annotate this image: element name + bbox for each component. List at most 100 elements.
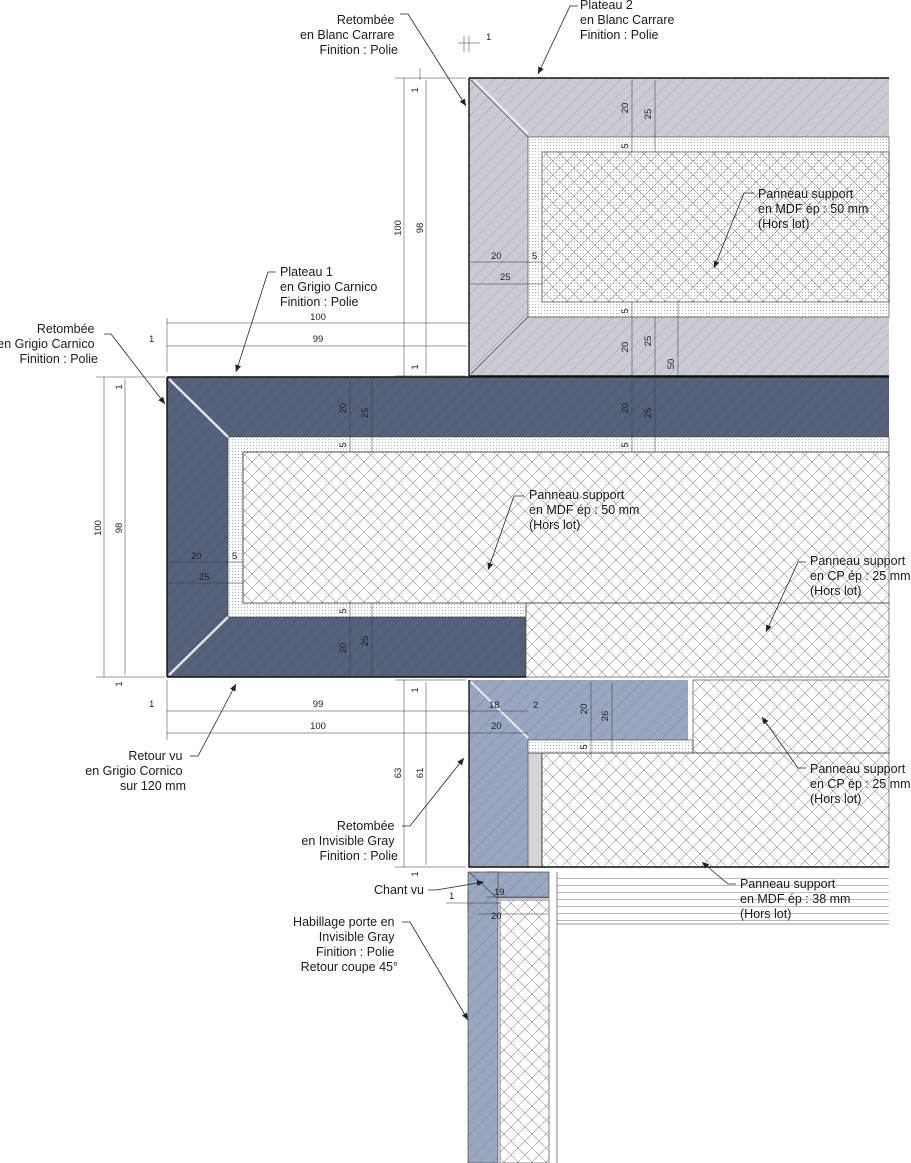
- label-retombee-blanc: Retombée en Blanc Carrare Finition : Pol…: [300, 13, 398, 57]
- dim-p2-top1: 1: [410, 87, 421, 92]
- retombee-inv-line1: Retombée: [337, 819, 395, 833]
- dim-p1-t20b: 20: [620, 403, 631, 414]
- mdf50u-line1: Panneau support: [758, 187, 854, 201]
- habillage-panel: [499, 899, 550, 1163]
- dim-r-t26: 26: [600, 711, 611, 722]
- label-chant-vu: Chant vu: [374, 883, 424, 897]
- retombee-inv-line2: en Invisible Gray: [301, 834, 395, 848]
- plateau2-line3: Finition : Polie: [580, 28, 659, 42]
- leaders: [104, 5, 806, 1021]
- dimension-lines: [96, 36, 679, 915]
- dim-p2-l20: 20: [491, 251, 502, 262]
- dim-bw99: 99: [313, 699, 324, 710]
- label-panneau-cp25-a: Panneau support en CP ép : 25 mm (Hors l…: [810, 554, 911, 598]
- dimension-text: 1 100 98 1 1 20 25 5 20 5 25 5 20 25 50 …: [93, 32, 677, 922]
- label-plateau2: Plateau 2 en Blanc Carrare Finition : Po…: [580, 0, 678, 42]
- plateau2-group: [468, 77, 890, 377]
- label-panneau-mdf50-lower: Panneau support en MDF ép : 50 mm (Hors …: [529, 488, 643, 532]
- retombee-blanc-line1: Retombée: [337, 13, 395, 27]
- dim-p1-t20: 20: [338, 403, 349, 414]
- cp25a-line2: en CP ép : 25 mm: [810, 569, 911, 583]
- label-panneau-mdf38: Panneau support en MDF ép : 38 mm (Hors …: [740, 877, 854, 921]
- retour-line1: Retour vu: [128, 749, 182, 763]
- dim-p2-i5: 5: [620, 143, 631, 148]
- dim-p1-w99: 99: [313, 334, 324, 345]
- mdf38-line3: (Hors lot): [740, 907, 791, 921]
- dim-p2-t25: 25: [643, 109, 654, 120]
- mdf50l-line3: (Hors lot): [529, 518, 580, 532]
- dim-p2-l25: 25: [500, 272, 511, 283]
- mdf50l-line1: Panneau support: [529, 488, 625, 502]
- label-panneau-mdf50-upper: Panneau support en MDF ép : 50 mm (Hors …: [758, 187, 872, 231]
- dim-r-18: 18: [489, 700, 500, 711]
- dim-bw100: 100: [310, 721, 326, 732]
- habillage-line1: Habillage porte en: [293, 915, 395, 929]
- dim-p2-h100: 100: [393, 220, 404, 236]
- retombee-invisible-group: [468, 679, 890, 868]
- dim-p2-b50: 50: [666, 359, 677, 370]
- dim-r-h61: 61: [415, 768, 426, 779]
- dim-r-2: 2: [533, 700, 538, 711]
- retombee-grigio-line3: Finition : Polie: [19, 352, 98, 366]
- dim-h-1: 1: [449, 891, 454, 902]
- dim-p1-t25: 25: [360, 408, 371, 419]
- label-panneau-cp25-b: Panneau support en CP ép : 25 mm (Hors l…: [810, 762, 911, 806]
- plateau1-group: [166, 376, 890, 678]
- dim-r-top1: 1: [410, 687, 421, 692]
- dim-p1-i5b: 5: [620, 442, 631, 447]
- plateau1-line2: en Grigio Carnico: [280, 280, 377, 294]
- mdf50u-line2: en MDF ép : 50 mm: [758, 202, 868, 216]
- label-habillage: Habillage porte en Invisible Gray Finiti…: [293, 915, 398, 974]
- dim-p1-t25b: 25: [643, 408, 654, 419]
- plateau2-line1: Plateau 2: [580, 0, 633, 12]
- habillage-line4: Retour coupe 45°: [301, 960, 398, 974]
- retombee-cp-panel: [692, 679, 890, 754]
- plateau2-mdf-panel: [541, 151, 890, 303]
- dim-h-20: 20: [491, 911, 502, 922]
- plateau2-line2: en Blanc Carrare: [580, 13, 675, 27]
- mdf50l-line2: en MDF ép : 50 mm: [529, 503, 639, 517]
- dim-p1-h100: 100: [93, 520, 104, 536]
- label-retombee-invisible: Retombée en Invisible Gray Finition : Po…: [301, 819, 398, 863]
- dim-r-t20: 20: [579, 704, 590, 715]
- dim-p1-w100: 100: [310, 312, 326, 323]
- cp25a-line3: (Hors lot): [810, 584, 861, 598]
- retombee-blanc-line3: Finition : Polie: [319, 43, 398, 57]
- dim-p1-bot1: 1: [114, 681, 125, 686]
- label-retombee-grigio: Retombée en Grigio Carnico Finition : Po…: [0, 322, 98, 366]
- dim-h-19: 19: [494, 887, 505, 898]
- plateau1-mdf-panel: [242, 451, 890, 604]
- plateau1-line3: Finition : Polie: [280, 295, 359, 309]
- dim-p1-h98: 98: [114, 523, 125, 534]
- dim-p1-l25: 25: [199, 572, 210, 583]
- retombee-grigio-line2: en Grigio Carnico: [0, 337, 95, 351]
- mdf50u-line3: (Hors lot): [758, 217, 809, 231]
- dim-p1-top1: 1: [114, 384, 125, 389]
- plateau1-line1: Plateau 1: [280, 265, 333, 279]
- dim-p1-w1: 1: [149, 334, 154, 345]
- retombee-mdf-panel: [541, 752, 890, 868]
- mdf38-panel: [557, 872, 889, 924]
- retombee-inv-line3: Finition : Polie: [319, 849, 398, 863]
- dim-r-bot1: 1: [410, 871, 421, 876]
- retombee-blanc-line2: en Blanc Carrare: [300, 28, 395, 42]
- dim-p1-l5: 5: [232, 551, 237, 562]
- dim-p2-l5: 5: [532, 251, 537, 262]
- habillage-line3: Finition : Polie: [316, 945, 395, 959]
- retour-line2: en Grigio Cornico: [85, 764, 182, 778]
- mdf38-line2: en MDF ép : 38 mm: [740, 892, 850, 906]
- dim-p1-b5: 5: [338, 608, 349, 613]
- cp25a-line1: Panneau support: [810, 554, 906, 568]
- dim-r-20: 20: [491, 721, 502, 732]
- mdf38-line1: Panneau support: [740, 877, 836, 891]
- dim-p2-bot1: 1: [410, 364, 421, 369]
- dim-p1-b25: 25: [360, 636, 371, 647]
- cp25b-line2: en CP ép : 25 mm: [810, 777, 911, 791]
- dim-p1-b20: 20: [338, 643, 349, 654]
- dim-p2-b25: 25: [643, 336, 654, 347]
- dim-top-gap: 1: [486, 32, 491, 43]
- label-plateau1: Plateau 1 en Grigio Carnico Finition : P…: [280, 265, 381, 309]
- dim-p2-t20: 20: [620, 103, 631, 114]
- habillage-group: [467, 871, 889, 1163]
